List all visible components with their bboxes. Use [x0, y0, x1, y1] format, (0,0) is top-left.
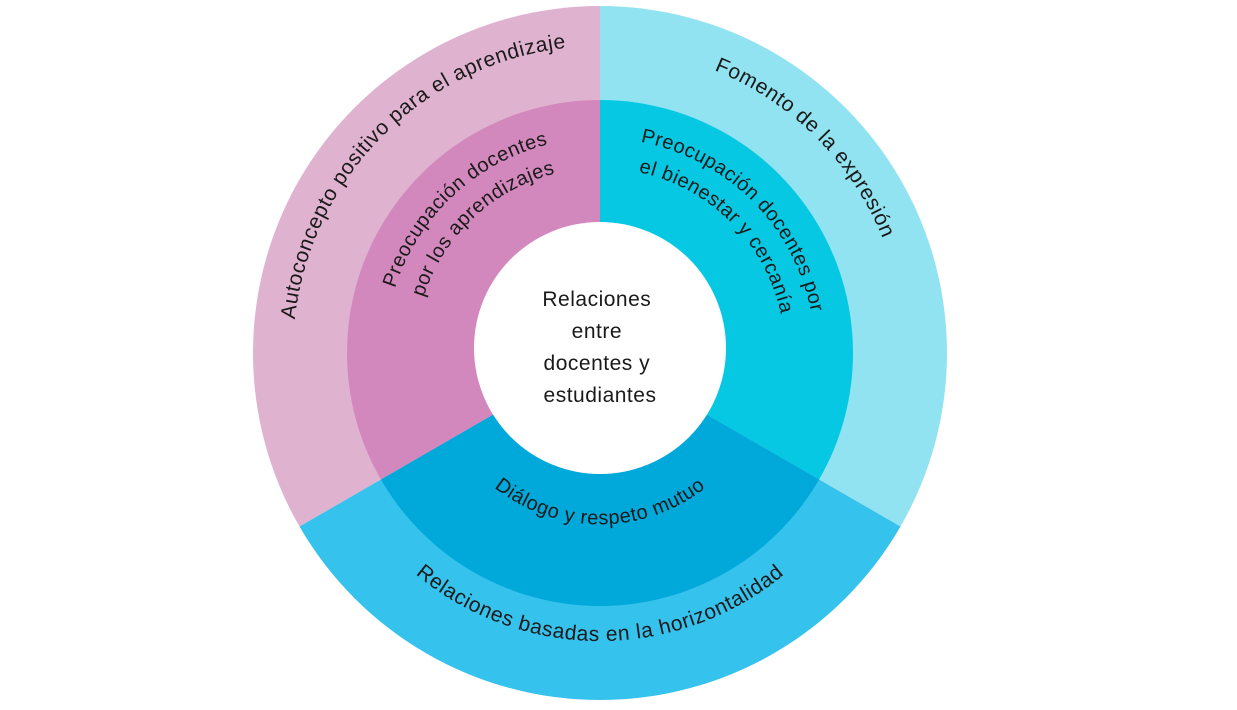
- center-line-3: docentes y: [544, 352, 651, 375]
- center-title: Relaciones entre docentes y estudiantes: [542, 288, 657, 407]
- center-line-1: Relaciones: [542, 288, 651, 311]
- center-line-2: entre: [572, 320, 622, 343]
- center-line-4: estudiantes: [544, 384, 657, 407]
- segment-bottom-inner: [380, 353, 820, 606]
- center-circle: [474, 222, 726, 474]
